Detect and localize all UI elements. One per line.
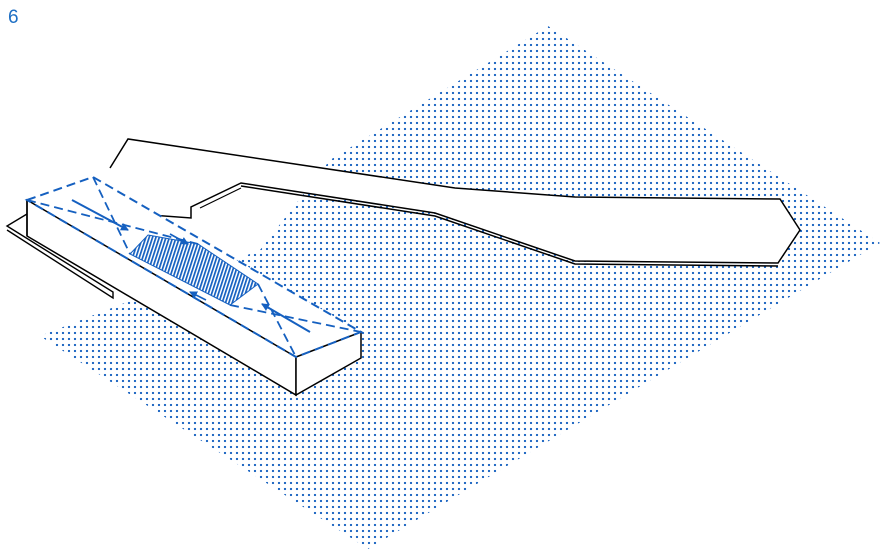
bar-volume-end — [295, 330, 362, 397]
ground-dotted-plane — [40, 26, 880, 549]
figure-number: 6 — [8, 7, 19, 28]
arrow-flow-left — [71, 199, 129, 231]
left-wing-slab — [5, 213, 114, 300]
arrow-flow-small-b — [189, 291, 207, 301]
arrow-flow-right — [261, 303, 311, 333]
building-lower-edge — [240, 185, 779, 267]
building-upper-outline — [109, 138, 801, 264]
dashed-diagonal-c — [229, 304, 362, 333]
arrow-flow-small-a — [169, 233, 189, 245]
building-inner-notch — [199, 187, 242, 209]
dashed-diagonal-b — [92, 176, 131, 255]
